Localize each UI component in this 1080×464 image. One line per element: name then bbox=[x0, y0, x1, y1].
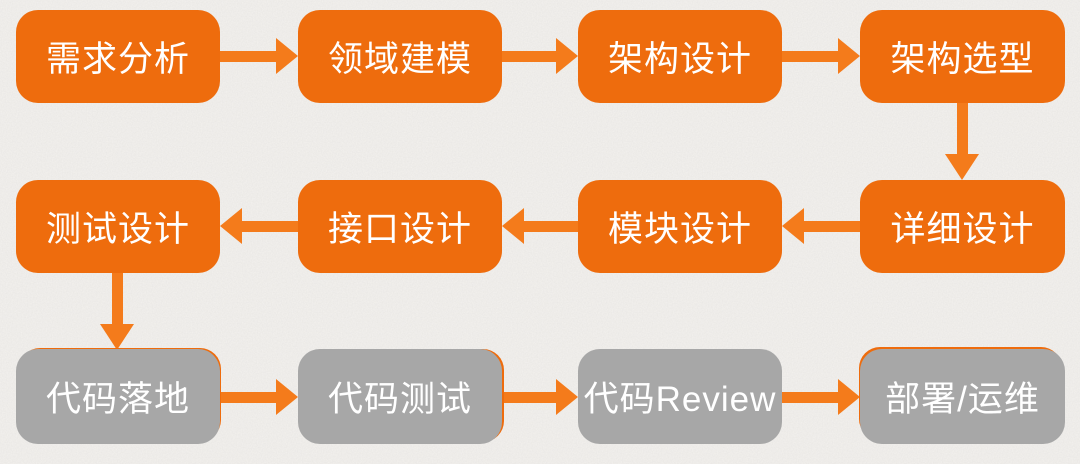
node-label: 需求分析 bbox=[45, 40, 190, 79]
arrow-row2-gap1-head bbox=[220, 208, 242, 244]
arrow-row2-gap3-head bbox=[782, 208, 804, 244]
arrow-row3-gap2-shaft bbox=[502, 392, 558, 403]
node-label: 领域建模 bbox=[327, 40, 472, 79]
arrow-row2-gap2-shaft bbox=[522, 221, 578, 232]
node-architecture-selection: 架构选型 bbox=[860, 10, 1065, 103]
node-detailed-design: 详细设计 bbox=[860, 180, 1065, 273]
arrow-row1-gap3-shaft bbox=[782, 51, 840, 62]
node-label: 接口设计 bbox=[327, 210, 472, 249]
arrow-row2-gap3-shaft bbox=[802, 221, 860, 232]
arrow-row1-gap3-head bbox=[838, 38, 860, 74]
arrow-down-left-head bbox=[100, 324, 134, 350]
arrow-row1-gap2-shaft bbox=[502, 51, 558, 62]
arrow-row1-gap1-shaft bbox=[220, 51, 278, 62]
arrow-row3-gap3-head bbox=[838, 379, 860, 415]
node-label: 模块设计 bbox=[607, 210, 752, 249]
arrow-row3-gap1-head bbox=[276, 379, 298, 415]
arrow-down-left-shaft bbox=[112, 273, 123, 325]
node-label: 架构设计 bbox=[607, 40, 752, 79]
arrow-down-right-head bbox=[945, 154, 979, 180]
node-interface-design: 接口设计 bbox=[298, 180, 502, 273]
node-deploy-ops: 部署/运维 bbox=[860, 349, 1065, 444]
arrow-row1-gap2-head bbox=[556, 38, 578, 74]
node-label: 部署/运维 bbox=[885, 380, 1040, 419]
node-label: 详细设计 bbox=[890, 210, 1035, 249]
node-requirements-analysis: 需求分析 bbox=[16, 10, 220, 103]
node-domain-modeling: 领域建模 bbox=[298, 10, 502, 103]
node-label: 架构选型 bbox=[890, 40, 1035, 79]
node-label: 代码落地 bbox=[45, 380, 190, 419]
node-label: 代码Review bbox=[583, 380, 777, 419]
node-test-design: 测试设计 bbox=[16, 180, 220, 273]
node-architecture-design: 架构设计 bbox=[578, 10, 782, 103]
arrow-down-right-shaft bbox=[957, 103, 968, 155]
arrow-row3-gap3-shaft bbox=[782, 392, 840, 403]
arrow-row3-gap1-shaft bbox=[220, 392, 278, 403]
arrow-row2-gap2-head bbox=[502, 208, 524, 244]
arrow-row1-gap1-head bbox=[276, 38, 298, 74]
arrow-row2-gap1-shaft bbox=[240, 221, 298, 232]
node-label: 测试设计 bbox=[45, 210, 190, 249]
node-code-testing: 代码测试 bbox=[298, 349, 502, 444]
node-code-review: 代码Review bbox=[578, 349, 782, 444]
node-label: 代码测试 bbox=[327, 380, 472, 419]
node-module-design: 模块设计 bbox=[578, 180, 782, 273]
node-code-implementation: 代码落地 bbox=[16, 349, 220, 444]
arrow-row3-gap2-head bbox=[556, 379, 578, 415]
